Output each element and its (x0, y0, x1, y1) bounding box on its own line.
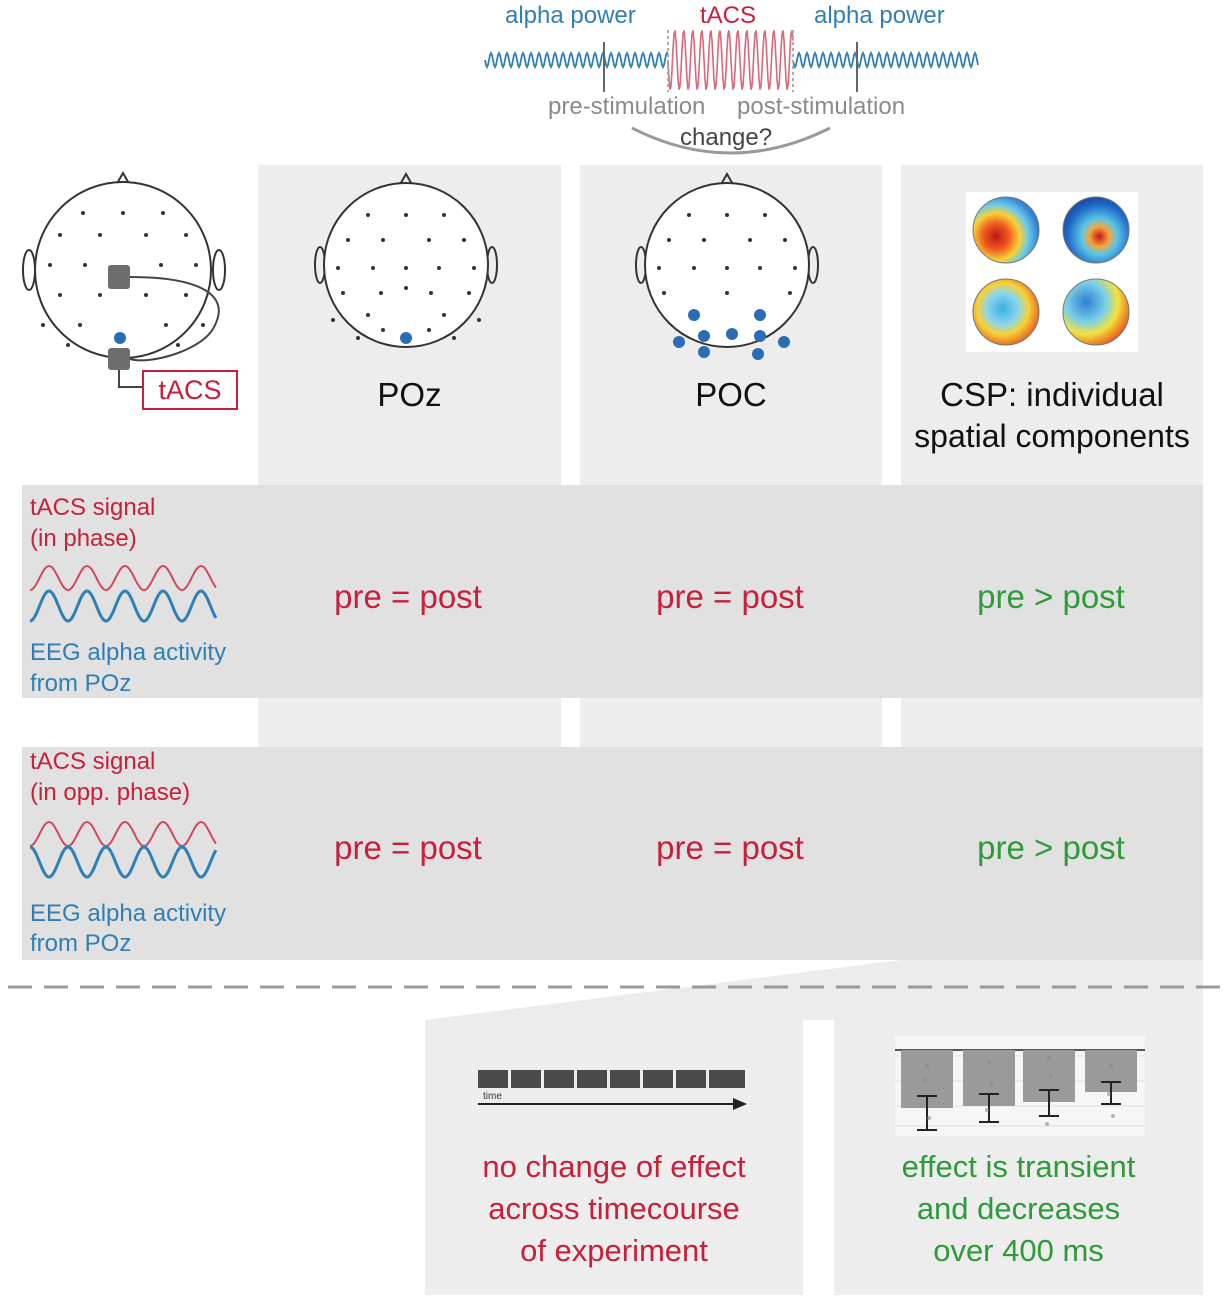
row2-signal-label-line1: tACS signal (30, 748, 156, 775)
csp-map-3 (972, 278, 1040, 346)
column-title-poz: POz (377, 376, 442, 413)
pre-stimulation-label: pre-stimulation (548, 93, 706, 120)
tacs-electrode-bottom (108, 348, 130, 370)
alpha-power-right-label: alpha power (814, 2, 945, 29)
tacs-stimulator-box: tACS (142, 370, 238, 410)
csp-map-1 (972, 196, 1040, 264)
column-title-csp-line1: CSP: individual (940, 376, 1164, 413)
tacs-electrode-top (108, 265, 130, 289)
no-change-text-line2: across timecourse (488, 1191, 740, 1226)
tacs-stimulator-label: tACS (158, 375, 222, 405)
row1-result-poc: pre = post (656, 578, 804, 615)
bottom-panel-timecourse (425, 1020, 803, 1295)
poz-highlight-dot (400, 332, 412, 344)
no-change-text-line3: of experiment (520, 1233, 708, 1268)
transient-text-line2: and decreases (916, 1191, 1121, 1226)
row2-result-poz: pre = post (334, 829, 482, 866)
row1-result-csp: pre > post (977, 578, 1125, 615)
row1-signal-label-line1: tACS signal (30, 494, 156, 521)
electrode-dots (41, 211, 205, 347)
poz-head-diagram (314, 171, 498, 348)
transient-text-line1: effect is transient (901, 1149, 1136, 1184)
row1-eeg-label-line2: from POz (30, 670, 132, 697)
row1-result-poz: pre = post (334, 578, 482, 615)
montage-head-diagram (22, 170, 226, 388)
column-title-poc: POC (695, 376, 767, 413)
tacs-header-label: tACS (700, 2, 757, 29)
row2-signal-label-line2: (in opp. phase) (30, 779, 191, 806)
barplot-error-bars (917, 1081, 1121, 1131)
csp-map-2 (1062, 196, 1130, 264)
poz-electrode-dot (114, 332, 126, 344)
row2-eeg-label-line2: from POz (30, 930, 132, 957)
row-band-in-phase (22, 485, 1203, 698)
row2-result-csp: pre > post (977, 829, 1125, 866)
alpha-power-left-label: alpha power (505, 2, 636, 29)
row2-eeg-label-line1: EEG alpha activity (30, 900, 227, 927)
row2-result-poc: pre = post (656, 829, 804, 866)
csp-map-4 (1062, 278, 1130, 346)
poc-head-diagram (635, 171, 819, 360)
transient-effect-barplot (895, 1036, 1145, 1136)
row1-waveforms (29, 564, 218, 623)
no-change-text-line1: no change of effect (482, 1149, 746, 1184)
transient-text-line3: over 400 ms (933, 1233, 1104, 1268)
csp-topomaps (966, 192, 1138, 352)
stimulation-timeline-graphic (484, 30, 979, 155)
divider-and-zoom-wedge (8, 960, 1220, 1020)
post-stimulation-label: post-stimulation (737, 93, 906, 120)
timeline-blocks (478, 1070, 745, 1088)
row-band-opp-phase (22, 747, 1203, 960)
change-label: change? (680, 124, 773, 151)
row2-waveforms (29, 820, 218, 879)
timeline-axis-label: time (483, 1091, 502, 1102)
timeline-graphic (478, 1070, 747, 1110)
row1-eeg-label-line1: EEG alpha activity (30, 639, 227, 666)
column-title-csp-line2: spatial components (914, 418, 1190, 454)
poc-highlight-dots (673, 309, 790, 360)
row1-signal-label-line2: (in phase) (30, 525, 137, 552)
